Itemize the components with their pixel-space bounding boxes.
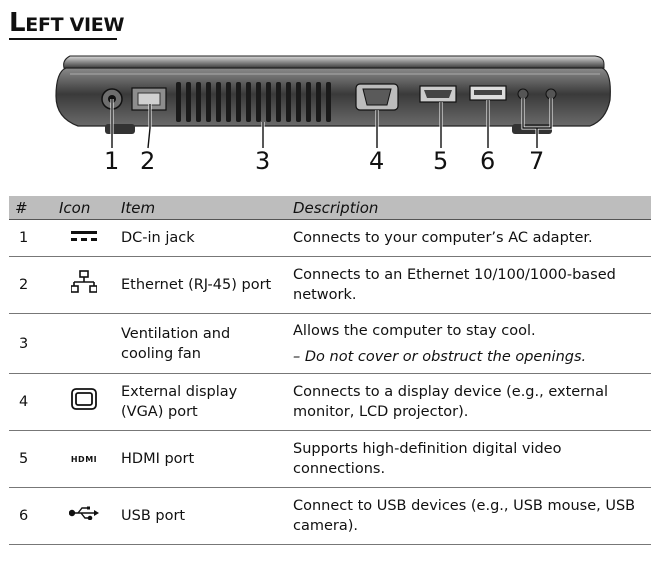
- row-description: Connects to a display device (e.g., exte…: [287, 373, 651, 431]
- table-row: 6 USB port Connect to USB devices (e.g.,…: [9, 487, 651, 545]
- laptop-left-side-illustration: [55, 55, 611, 149]
- row-item: USB port: [115, 487, 287, 545]
- hdmi-icon: HDMI: [53, 430, 115, 488]
- callout-6: 6: [480, 147, 496, 175]
- header-icon: Icon: [53, 196, 115, 220]
- callout-2: 2: [140, 147, 156, 175]
- row-item: HDMI port: [115, 430, 287, 488]
- row-description: Connect to USB devices (e.g., USB mouse,…: [287, 487, 651, 545]
- ventilation-grille-drawing: [176, 82, 331, 122]
- audio-jack-1-drawing: [517, 88, 529, 100]
- header-description: Description: [287, 196, 651, 220]
- header-item: Item: [115, 196, 287, 220]
- ports-table: # Icon Item Description 1 DC-in jack Con…: [9, 196, 651, 545]
- callout-4: 4: [369, 147, 385, 175]
- table-row: 3 Ventilation and cooling fan Allows the…: [9, 313, 651, 374]
- row-number: 2: [9, 256, 53, 314]
- row-note: – Do not cover or obstruct the openings.: [293, 348, 587, 365]
- row-item: DC-in jack: [115, 219, 287, 257]
- row-number: 4: [9, 373, 53, 431]
- callout-7: 7: [529, 147, 545, 175]
- header-number: #: [9, 196, 53, 220]
- row-item: Ventilation and cooling fan: [115, 313, 287, 374]
- callout-5: 5: [433, 147, 449, 175]
- table-row: 1 DC-in jack Connects to your computer’s…: [9, 219, 651, 257]
- row-number: 6: [9, 487, 53, 545]
- usb-icon: [53, 487, 115, 545]
- row-description: Supports high-definition digital video c…: [287, 430, 651, 488]
- row-number: 3: [9, 313, 53, 374]
- vga-icon: [53, 373, 115, 431]
- empty-icon-cell: [53, 313, 115, 374]
- row-item: Ethernet (RJ-45) port: [115, 256, 287, 314]
- callout-1: 1: [104, 147, 120, 175]
- row-description-text: Allows the computer to stay cool.: [293, 322, 536, 339]
- callout-numbers: 1 2 3 4 5 6 7: [0, 146, 663, 178]
- row-number: 5: [9, 430, 53, 488]
- callout-3: 3: [255, 147, 271, 175]
- table-row: 2 Ethernet (RJ-45) port Connects to an E…: [9, 256, 651, 314]
- section-heading: LEFT VIEW: [9, 8, 125, 38]
- dc-in-icon: [53, 219, 115, 257]
- table-header-row: # Icon Item Description: [9, 196, 651, 220]
- table-row: 4 External display (VGA) port Connects t…: [9, 373, 651, 431]
- row-description: Connects to your computer’s AC adapter.: [287, 219, 651, 257]
- hdmi-icon-text: HDMI: [70, 455, 98, 464]
- row-description: Allows the computer to stay cool. – Do n…: [287, 313, 651, 374]
- row-number: 1: [9, 219, 53, 257]
- audio-jack-2-drawing: [545, 88, 557, 100]
- row-item: External display (VGA) port: [115, 373, 287, 431]
- row-description: Connects to an Ethernet 10/100/1000-base…: [287, 256, 651, 314]
- heading-underline: [9, 38, 117, 40]
- ethernet-icon: [53, 256, 115, 314]
- table-row: 5 HDMI HDMI port Supports high-definitio…: [9, 430, 651, 488]
